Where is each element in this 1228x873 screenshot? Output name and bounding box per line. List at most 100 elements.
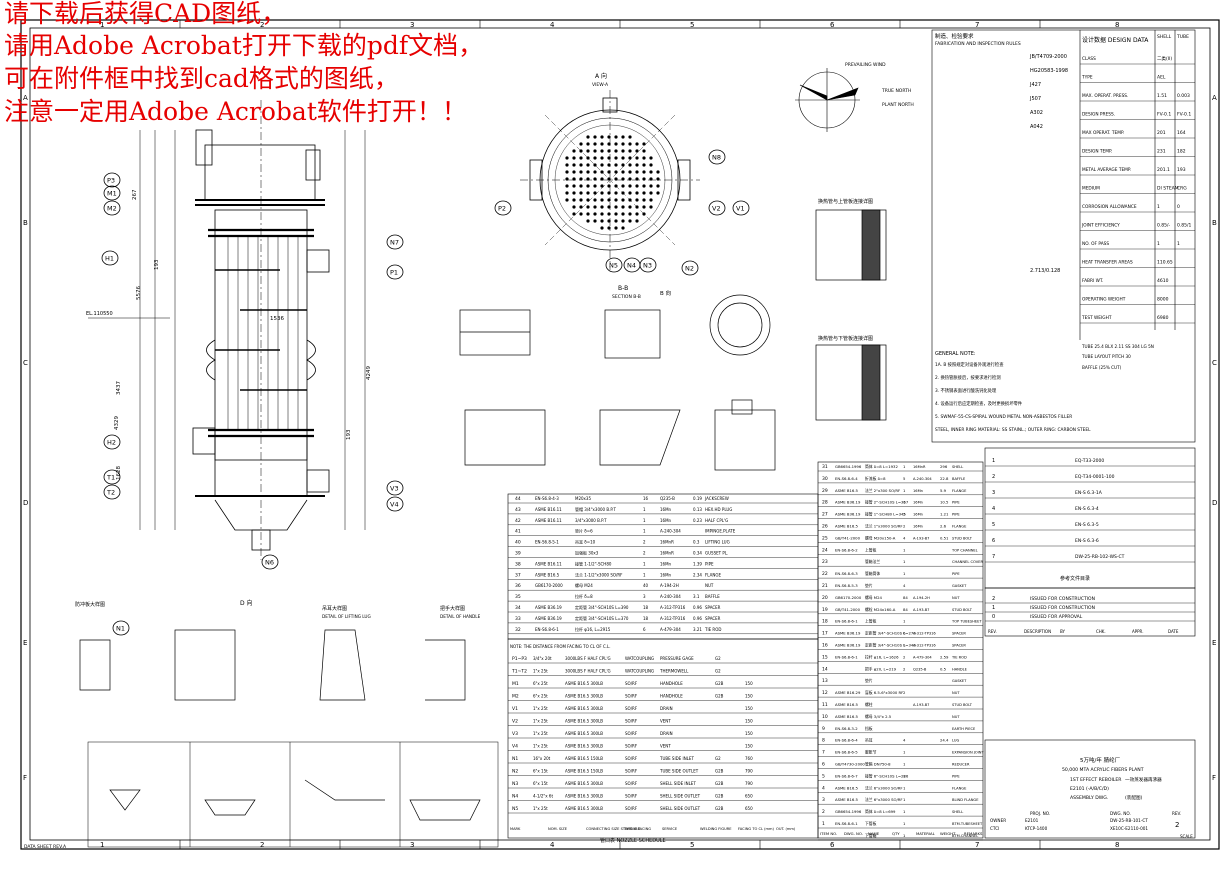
- parts-material: A-193-B7: [913, 703, 929, 707]
- parts-item-no: 17: [822, 631, 828, 637]
- tube-hole: [572, 184, 576, 188]
- parts-remark: BTM.CHANNEL: [952, 834, 978, 838]
- parts-name: 定距管 3/4"-SCH10S L=340: [865, 643, 916, 648]
- reference-mark: 4: [992, 506, 995, 512]
- design-standard: A042: [1030, 124, 1043, 130]
- parts-item-no: 9: [822, 726, 825, 732]
- tube-hole: [579, 156, 583, 160]
- parts-std: ASME B36.19: [835, 631, 861, 636]
- tube-hole: [614, 191, 618, 195]
- parts-name: 吊耳 δ=10: [575, 540, 596, 545]
- design-tube-value: 193: [1177, 167, 1186, 173]
- parts-qty: 40: [643, 583, 649, 588]
- design-shell-value: 8000: [1157, 297, 1169, 303]
- parts-name: 拉杆 φ16, L=2915: [575, 626, 611, 632]
- design-shell-value: 6980: [1157, 315, 1169, 321]
- nozzle-size: 1"x 25t: [533, 669, 548, 674]
- nozzle-service: VENT: [660, 744, 671, 749]
- nozzle-standard: ASME B16.5 300LB: [565, 781, 603, 786]
- tube-hole: [656, 191, 660, 195]
- parts-std: GB6654-1996: [835, 809, 862, 814]
- design-shell-value: 201.1: [1157, 167, 1170, 173]
- parts-name: 法兰 1"x3000 SO/RF: [865, 524, 903, 529]
- nozzle-mark: N4: [512, 794, 518, 800]
- parts-item-no: 10: [822, 714, 828, 720]
- prevailing-wind-label: PREVAILING WIND: [845, 62, 886, 68]
- tube-hole: [586, 212, 590, 216]
- nozzle-header: FACING TO CL (mm): [738, 827, 775, 831]
- tube-hole: [586, 170, 590, 174]
- parts-qty: 1: [643, 518, 646, 523]
- tube-hole: [621, 212, 625, 216]
- nozzle-header: WELDING FIGURE: [700, 827, 732, 831]
- parts-qty: 16: [643, 496, 649, 501]
- tube-hole: [628, 135, 632, 139]
- parts-remark: FLANGE: [952, 786, 967, 790]
- tube-hole: [614, 226, 618, 230]
- revision-header: CHK.: [1096, 629, 1106, 634]
- handle-en: DETAIL OF HANDLE: [440, 614, 481, 619]
- parts-remark: STUD BOLT: [952, 536, 973, 540]
- parts-weight: 0.3: [693, 540, 700, 545]
- nozzle-service: PRESSURE GAGE: [660, 656, 694, 661]
- tube-hole: [649, 170, 653, 174]
- parts-remark: GUSSET PL.: [705, 551, 728, 556]
- parts-std: EN-S6.8-5-3: [835, 583, 858, 588]
- parts-name: 接管 2"-SCH10S L=367: [865, 500, 909, 505]
- nozzle-tag-label: N1: [116, 625, 125, 633]
- grid-row-label: D: [1212, 499, 1217, 507]
- parts-std: ASME B16.5: [535, 572, 560, 577]
- parts-std: EN-S6.8-6-5: [835, 750, 858, 755]
- parts-remark: SHELL: [952, 810, 963, 814]
- design-tube-value: 0: [1177, 204, 1180, 210]
- grid-column-label: 7: [975, 21, 979, 29]
- parts-item-no: 21: [822, 583, 828, 589]
- parts-remark: SHELL: [952, 465, 963, 469]
- parts-material: 16Mn: [660, 518, 672, 523]
- tube-hole: [607, 226, 611, 230]
- nozzle-type: SO/RF: [625, 731, 638, 736]
- parts-item-no: 16: [822, 643, 828, 649]
- grid-column-label: 6: [830, 841, 835, 849]
- tube-hole: [579, 170, 583, 174]
- parts-material: A-312-TP316: [913, 632, 936, 636]
- grid-row-label: E: [1212, 639, 1216, 647]
- design-test-pressure: 2.713/0.128: [1030, 268, 1060, 274]
- tube-hole: [635, 170, 639, 174]
- nozzle-weld: G2B: [715, 806, 724, 811]
- tube-hole: [628, 142, 632, 146]
- nozzle-tag-circle: [112, 620, 130, 636]
- tube-hole: [586, 198, 590, 202]
- nozzle-weld: G2B: [715, 794, 724, 799]
- parts-std: ASME B16.5: [835, 797, 859, 802]
- nozzle-mark: V3: [512, 731, 518, 737]
- parts-weight: 2.59: [940, 654, 949, 659]
- tube-hole: [600, 135, 604, 139]
- nozzle-type: SO/RF: [625, 681, 638, 686]
- tube-hole: [628, 156, 632, 160]
- parts-name: 把手 φ20, L=219: [865, 666, 897, 671]
- parts-weight: 0.51: [940, 535, 949, 540]
- orientation-view-a: [520, 90, 700, 270]
- parts-name: 下管箱: [865, 833, 877, 838]
- parts-std: EN-S6.8-6-2: [835, 547, 858, 552]
- parts-qty: 6: [903, 631, 906, 636]
- nozzle-standard: ASME B16.5 300LB: [565, 731, 603, 736]
- revision-header: BY: [1060, 629, 1066, 634]
- nozzle-tag-label: P3: [107, 177, 115, 185]
- parts-qty: 1: [903, 571, 906, 576]
- parts-material: A-312-TP316: [913, 644, 936, 648]
- nozzle-mark: N5: [512, 806, 518, 812]
- nozzle-cl: 150: [745, 681, 753, 686]
- parts-item-no: 41: [515, 529, 521, 535]
- parts-qty: 2: [903, 524, 906, 529]
- tube-hole: [656, 184, 660, 188]
- tube-hole: [565, 198, 569, 202]
- parts-std: EN-S6.8-6-1: [835, 821, 858, 826]
- tube-hole: [593, 156, 597, 160]
- parts-remark: FLANGE: [952, 489, 967, 493]
- parts-material: 16Mn: [913, 501, 923, 505]
- parts-item-no: 13: [822, 678, 828, 684]
- design-shell-value: 4610: [1157, 278, 1169, 284]
- nozzle-size: 6"x 15t: [533, 781, 548, 786]
